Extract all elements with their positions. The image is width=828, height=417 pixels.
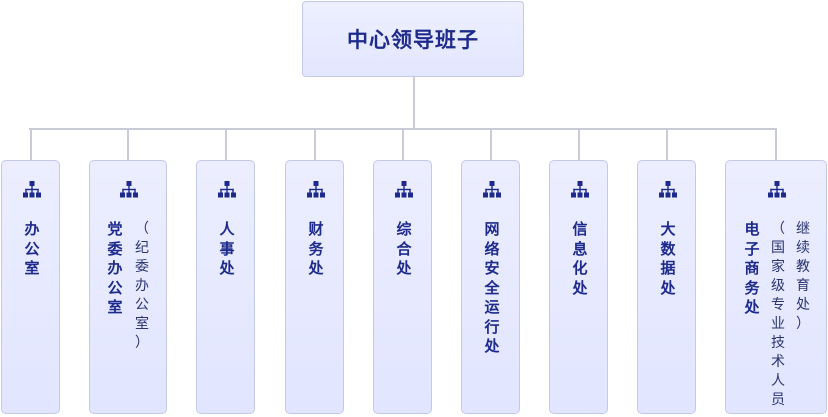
connector-drop-d5	[402, 128, 404, 161]
root-title: 中心领导班子	[347, 28, 479, 52]
connector-drop-d3	[225, 128, 227, 161]
connector-drop-d2	[127, 128, 129, 161]
connector-trunk	[413, 77, 415, 129]
org-structure-icon	[571, 181, 589, 198]
org-structure-icon	[307, 181, 325, 198]
dept-label: 综合处	[396, 220, 412, 277]
dept-node-d4: 财务处	[285, 160, 344, 414]
dept-node-d9: 电子商务处 （国家级专业技术人员继续教育处）	[725, 160, 827, 414]
dept-label: 人事处	[219, 220, 235, 277]
org-structure-icon	[659, 181, 677, 198]
dept-node-d3: 人事处	[196, 160, 255, 414]
dept-node-d1: 办公室	[1, 160, 60, 414]
org-structure-icon	[23, 181, 41, 198]
dept-node-d7: 信息化处	[549, 160, 608, 414]
connector-drop-d6	[490, 128, 492, 161]
org-structure-icon	[120, 181, 138, 198]
dept-sublabel: （纪委办公室）	[135, 221, 149, 351]
dept-label: 大数据处	[660, 220, 676, 297]
org-structure-icon	[395, 181, 413, 198]
org-structure-icon	[483, 181, 501, 198]
connector-drop-d8	[666, 128, 668, 161]
dept-sublabel-2: 继续教育处）	[796, 221, 810, 332]
dept-node-d2: 党委办公室 （纪委办公室）	[89, 160, 167, 414]
dept-label: 办公室	[24, 220, 40, 277]
dept-label: 电子商务处	[744, 220, 760, 316]
dept-node-d6: 网络安全运行处	[461, 160, 520, 414]
org-structure-icon	[218, 181, 236, 198]
dept-label: 党委办公室	[107, 220, 123, 316]
dept-label: 信息化处	[572, 220, 588, 297]
org-structure-icon	[768, 181, 786, 198]
connector-drop-d7	[578, 128, 580, 161]
dept-label: 网络安全运行处	[484, 220, 500, 355]
connector-drop-d4	[314, 128, 316, 161]
dept-sublabel: （国家级专业技术人员	[771, 221, 785, 408]
dept-node-d5: 综合处	[373, 160, 432, 414]
dept-node-d8: 大数据处	[637, 160, 696, 414]
connector-drop-d9	[775, 128, 777, 161]
dept-label: 财务处	[308, 220, 324, 277]
root-node: 中心领导班子	[302, 1, 524, 77]
connector-drop-d1	[30, 128, 32, 161]
